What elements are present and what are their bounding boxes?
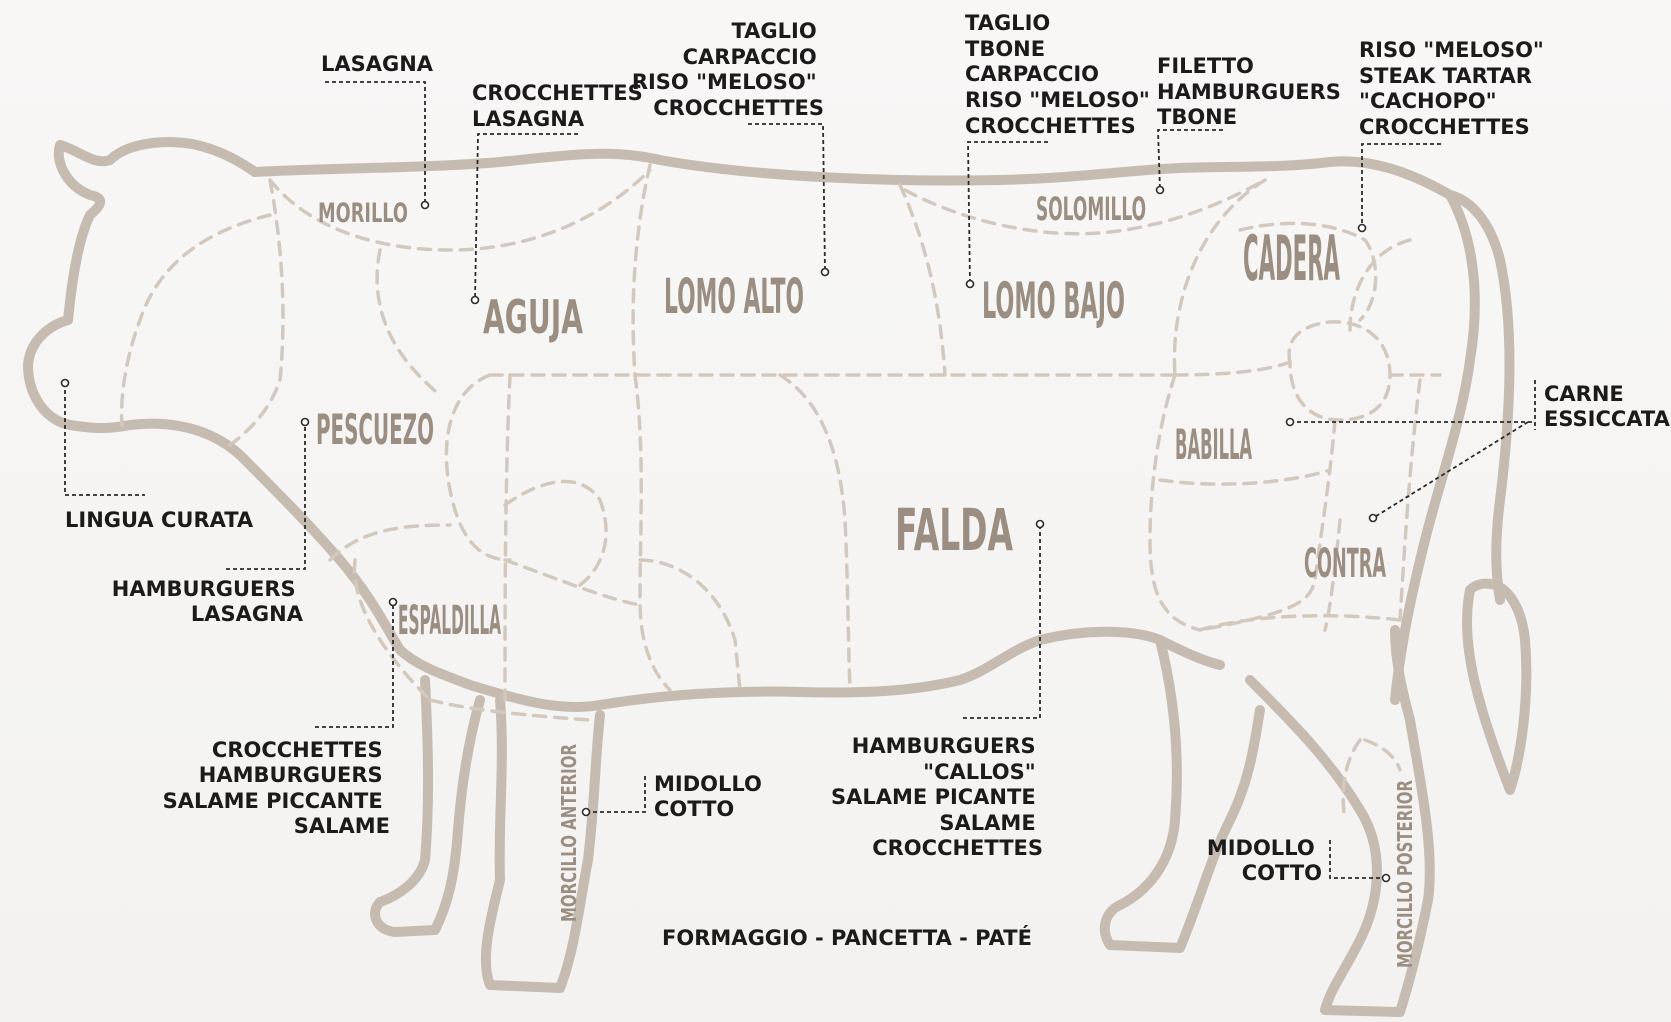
- leader-aguja: [474, 133, 578, 301]
- label-morcillo-anterior-uses: MIDOLLO COTTO: [654, 772, 769, 821]
- dot-morcillo-anterior: [581, 807, 591, 817]
- dot-falda: [1035, 519, 1045, 529]
- cut-cadera: CADERA: [1243, 222, 1340, 295]
- cut-morcillo-posterior: MORCILLO POSTERIOR: [1393, 780, 1417, 968]
- cut-solomillo: SOLOMILLO: [1036, 190, 1146, 228]
- dot-morillo: [420, 200, 430, 210]
- dot-pescuezo: [300, 417, 310, 427]
- cut-lines: [119, 163, 1442, 822]
- label-solomillo-uses: FILETTO HAMBURGUERS TBONE: [1157, 54, 1348, 129]
- cut-morillo: MORILLO: [318, 198, 408, 229]
- cut-morcillo-anterior: MORCILLO ANTERIOR: [557, 744, 581, 922]
- cut-lomo-alto: LOMO ALTO: [664, 269, 804, 325]
- cut-names: MORILLO AGUJA LOMO ALTO SOLOMILLO LOMO B…: [316, 190, 1417, 968]
- dot-aguja: [470, 295, 480, 305]
- dot-morcillo-posterior: [1381, 873, 1391, 883]
- label-morcillo-posterior-uses: MIDOLLO COTTO: [1207, 836, 1322, 885]
- dot-lomo-bajo: [965, 279, 975, 289]
- leader-falda: [963, 524, 1041, 719]
- label-lomo-bajo-uses: TAGLIO TBONE CARPACCIO RISO "MELOSO" CRO…: [965, 11, 1157, 138]
- cut-aguja: AGUJA: [483, 290, 583, 344]
- cut-pescuezo: PESCUEZO: [316, 405, 434, 454]
- leader-espaldilla: [315, 602, 394, 728]
- leader-lomo-alto: [748, 123, 826, 273]
- label-falda-uses: HAMBURGUERS "CALLOS" SALAME PICANTE SALA…: [831, 734, 1043, 860]
- leader-lines: [60, 81, 1536, 883]
- leader-solomillo: [1157, 129, 1223, 191]
- label-pescuezo-uses: HAMBURGUERS LASAGNA: [112, 577, 304, 626]
- label-cadera-uses: RISO "MELOSO" STEAK TARTAR "CACHOPO" CRO…: [1359, 38, 1551, 139]
- dot-lengua: [60, 378, 70, 388]
- leader-lasagna: [325, 81, 426, 205]
- dot-solomillo: [1155, 185, 1165, 195]
- footer-byproducts: FORMAGGIO - PANCETTA - PATÉ: [662, 925, 1032, 950]
- leader-lomo-bajo: [967, 141, 1048, 285]
- label-lasagna-top: LASAGNA: [321, 52, 434, 76]
- label-espaldilla-uses: CROCCHETTES HAMBURGUERS SALAME PICCANTE …: [163, 738, 390, 838]
- label-lingua-curata: LINGUA CURATA: [65, 508, 254, 532]
- label-carne-essiccata: CARNE ESSICCATA: [1544, 382, 1671, 431]
- dot-cadera: [1357, 223, 1367, 233]
- cut-espaldilla: ESPALDILLA: [398, 598, 501, 644]
- label-aguja-uses: CROCCHETTES LASAGNA: [472, 81, 650, 131]
- leader-pescuezo: [226, 422, 306, 570]
- use-labels: LASAGNA CROCCHETTES LASAGNA TAGLIO CARPA…: [65, 11, 1671, 950]
- cow-outline: [23, 137, 1532, 1017]
- leader-lingua: [64, 383, 145, 496]
- label-lomo-alto-uses: TAGLIO CARPACCIO RISO "MELOSO" CROCCHETT…: [632, 19, 824, 120]
- cut-contra: CONTRA: [1304, 541, 1386, 587]
- leader-cadera: [1361, 143, 1441, 228]
- cut-lomo-bajo: LOMO BAJO: [982, 272, 1125, 330]
- cut-falda: FALDA: [895, 496, 1013, 564]
- leader-morcillo-anterior: [586, 773, 646, 813]
- leader-babilla-contra-diag: [1372, 421, 1529, 519]
- dot-babilla: [1285, 417, 1295, 427]
- dot-espaldilla: [388, 597, 398, 607]
- cut-babilla: BABILLA: [1175, 420, 1252, 469]
- dot-lomo-alto: [820, 267, 830, 277]
- leader-morcillo-posterior: [1329, 840, 1386, 879]
- dot-contra: [1368, 513, 1378, 523]
